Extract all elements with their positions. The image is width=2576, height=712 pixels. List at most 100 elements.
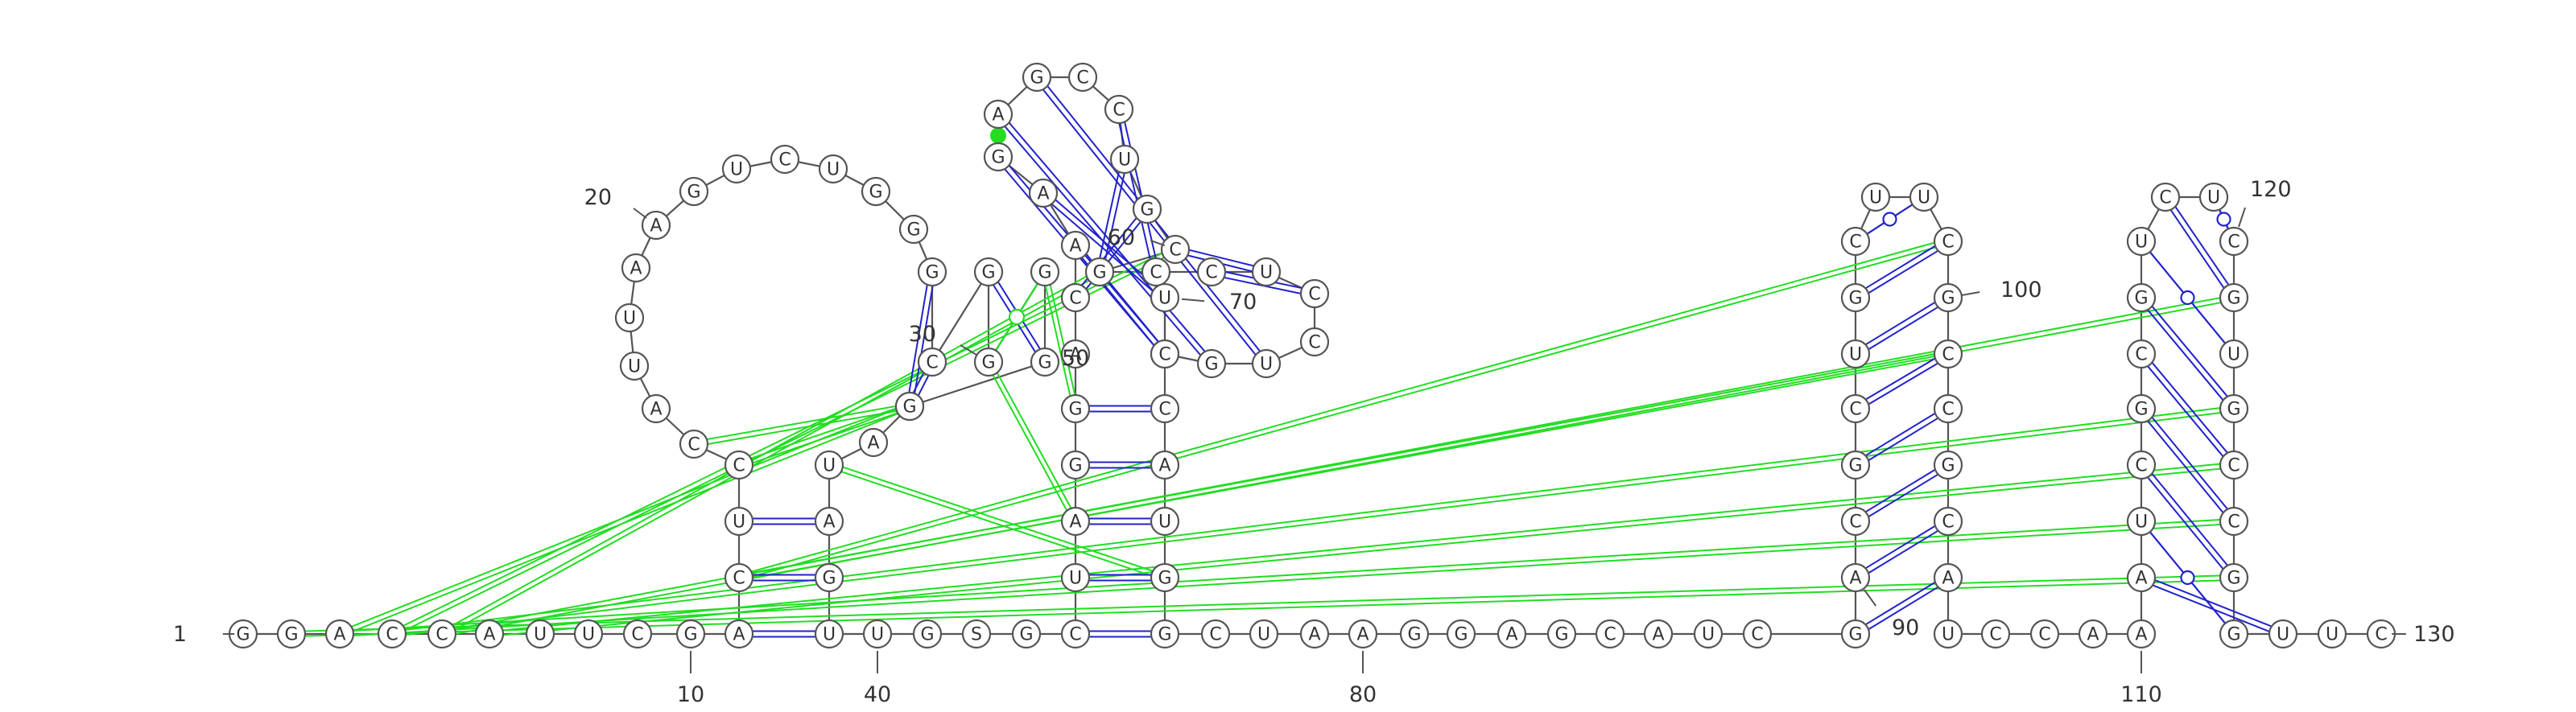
canonical-pair-line xyxy=(1004,126,1202,356)
nucleotide-circle xyxy=(917,257,947,287)
nucleotide-64: U xyxy=(1251,257,1282,287)
nucleotide-7: U xyxy=(525,619,555,649)
nucleotide-base-label: U xyxy=(733,512,745,533)
nucleotide-98: U xyxy=(1909,182,1939,212)
position-tick xyxy=(1181,298,1205,302)
nucleotide-circle xyxy=(2268,619,2298,649)
nucleotide-15: C xyxy=(679,429,709,459)
canonical-pair-line xyxy=(1124,121,1157,258)
nucleotide-circle xyxy=(1840,282,1871,313)
nucleotide-circle xyxy=(641,393,671,424)
nucleotide-50: C xyxy=(1060,282,1091,313)
position-tick xyxy=(1961,291,1980,296)
nucleotide-circle xyxy=(2219,393,2249,424)
nucleotide-circle xyxy=(2126,450,2157,480)
nucleotide-base-label: A xyxy=(1652,625,1664,645)
nucleotide-35: A xyxy=(858,427,889,458)
noncanonical-pair-dot xyxy=(990,127,1006,144)
tertiary-interaction-line xyxy=(989,360,1079,521)
nucleotide-43: G xyxy=(1011,619,1042,649)
nucleotide-58: U xyxy=(1109,144,1140,175)
nucleotide-circle xyxy=(1067,62,1098,93)
canonical-pair-line xyxy=(2147,309,2224,401)
nucleotide-base-label: U xyxy=(1260,263,1273,283)
nucleotide-circle xyxy=(1150,506,1180,537)
nucleotide-16: A xyxy=(641,393,671,424)
nucleotide-60: C xyxy=(1160,234,1191,265)
nucleotide-88: C xyxy=(1742,619,1773,649)
nucleotide-114: G xyxy=(2126,393,2157,424)
position-tick xyxy=(2238,207,2246,228)
nucleotide-circle xyxy=(1060,230,1091,261)
canonical-pair-line xyxy=(1868,586,1938,631)
backbone-segment xyxy=(931,271,989,363)
nucleotide-39: U xyxy=(814,619,844,649)
nucleotide-circle xyxy=(1840,506,1871,537)
nucleotide-circle xyxy=(2126,562,2157,593)
nucleotide-circle xyxy=(2219,619,2249,649)
canonical-pair-line xyxy=(912,372,925,393)
nucleotide-circle xyxy=(1150,393,1180,424)
nucleotide-circle xyxy=(679,429,709,459)
nucleotide-79: A xyxy=(1299,619,1330,649)
nucleotide-base-label: C xyxy=(1205,263,1217,283)
nucleotide-circle xyxy=(675,619,706,649)
nucleotide-82: G xyxy=(1446,619,1476,649)
nucleotide-circle xyxy=(614,302,645,333)
position-label-120: 120 xyxy=(2250,177,2292,202)
nucleotide-base-label: G xyxy=(2227,289,2240,309)
canonical-pair-line xyxy=(1055,199,1158,288)
nucleotide-6: A xyxy=(474,619,505,649)
nucleotide-circle xyxy=(2126,619,2157,649)
nucleotide-base-label: C xyxy=(1942,400,1954,420)
nucleotide-38: G xyxy=(814,562,844,593)
nucleotide-circle xyxy=(724,506,754,537)
canonical-pair-line xyxy=(2154,579,2272,628)
nucleotide-127: G xyxy=(2219,619,2249,649)
nucleotide-layer: GGACCAUUCGACUCCAUUAAGUCUGGGCGGGGCGAUAGUU… xyxy=(228,62,2396,649)
nucleotide-base-label: G xyxy=(683,625,697,645)
nucleotide-circle xyxy=(973,257,1004,287)
nucleotide-circle xyxy=(961,619,992,649)
nucleotide-circle xyxy=(1150,282,1180,313)
nucleotide-circle xyxy=(1693,619,1724,649)
tertiary-interaction-line xyxy=(1046,271,1079,409)
nucleotide-base-label: C xyxy=(2227,233,2240,253)
nucleotide-78: U xyxy=(1249,619,1279,649)
nucleotide-circle xyxy=(861,176,891,207)
nucleotide-129: U xyxy=(2317,619,2347,649)
canonical-pair-line xyxy=(914,286,934,393)
nucleotide-circle xyxy=(1160,234,1191,265)
nucleotide-base-label: U xyxy=(1118,150,1131,171)
nucleotide-56: C xyxy=(1067,62,1098,93)
nucleotide-circle xyxy=(1011,619,1042,649)
position-label-1: 1 xyxy=(173,622,187,647)
nucleotide-base-label: C xyxy=(1113,101,1125,121)
position-tick xyxy=(1863,589,1877,607)
nucleotide-89: G xyxy=(1840,619,1871,649)
nucleotide-102: C xyxy=(1933,393,1963,424)
nucleotide-base-label: G xyxy=(284,625,298,645)
nucleotide-94: U xyxy=(1840,339,1871,369)
nucleotide-base-label: A xyxy=(2135,569,2147,589)
nucleotide-base-label: C xyxy=(1604,625,1616,645)
nucleotide-base-label: C xyxy=(1308,333,1320,353)
nucleotide-circle xyxy=(1909,182,1939,212)
nucleotide-circle xyxy=(1060,619,1091,649)
nucleotide-84: G xyxy=(1546,619,1577,649)
nucleotide-base-label: U xyxy=(2326,625,2339,645)
nucleotide-105: A xyxy=(1933,562,1963,593)
nucleotide-base-label: C xyxy=(1849,233,1861,253)
nucleotide-117: U xyxy=(2126,226,2157,257)
nucleotide-66: C xyxy=(1299,327,1330,357)
nucleotide-42: S xyxy=(961,619,992,649)
nucleotide-circle xyxy=(1060,393,1091,424)
nucleotide-base-label: G xyxy=(981,353,995,373)
nucleotide-112: U xyxy=(2126,506,2157,537)
nucleotide-base-label: U xyxy=(1942,625,1955,645)
nucleotide-base-label: A xyxy=(483,625,495,645)
canonical-pair-line xyxy=(1865,525,1936,570)
tertiary-interaction-line xyxy=(291,574,2234,633)
